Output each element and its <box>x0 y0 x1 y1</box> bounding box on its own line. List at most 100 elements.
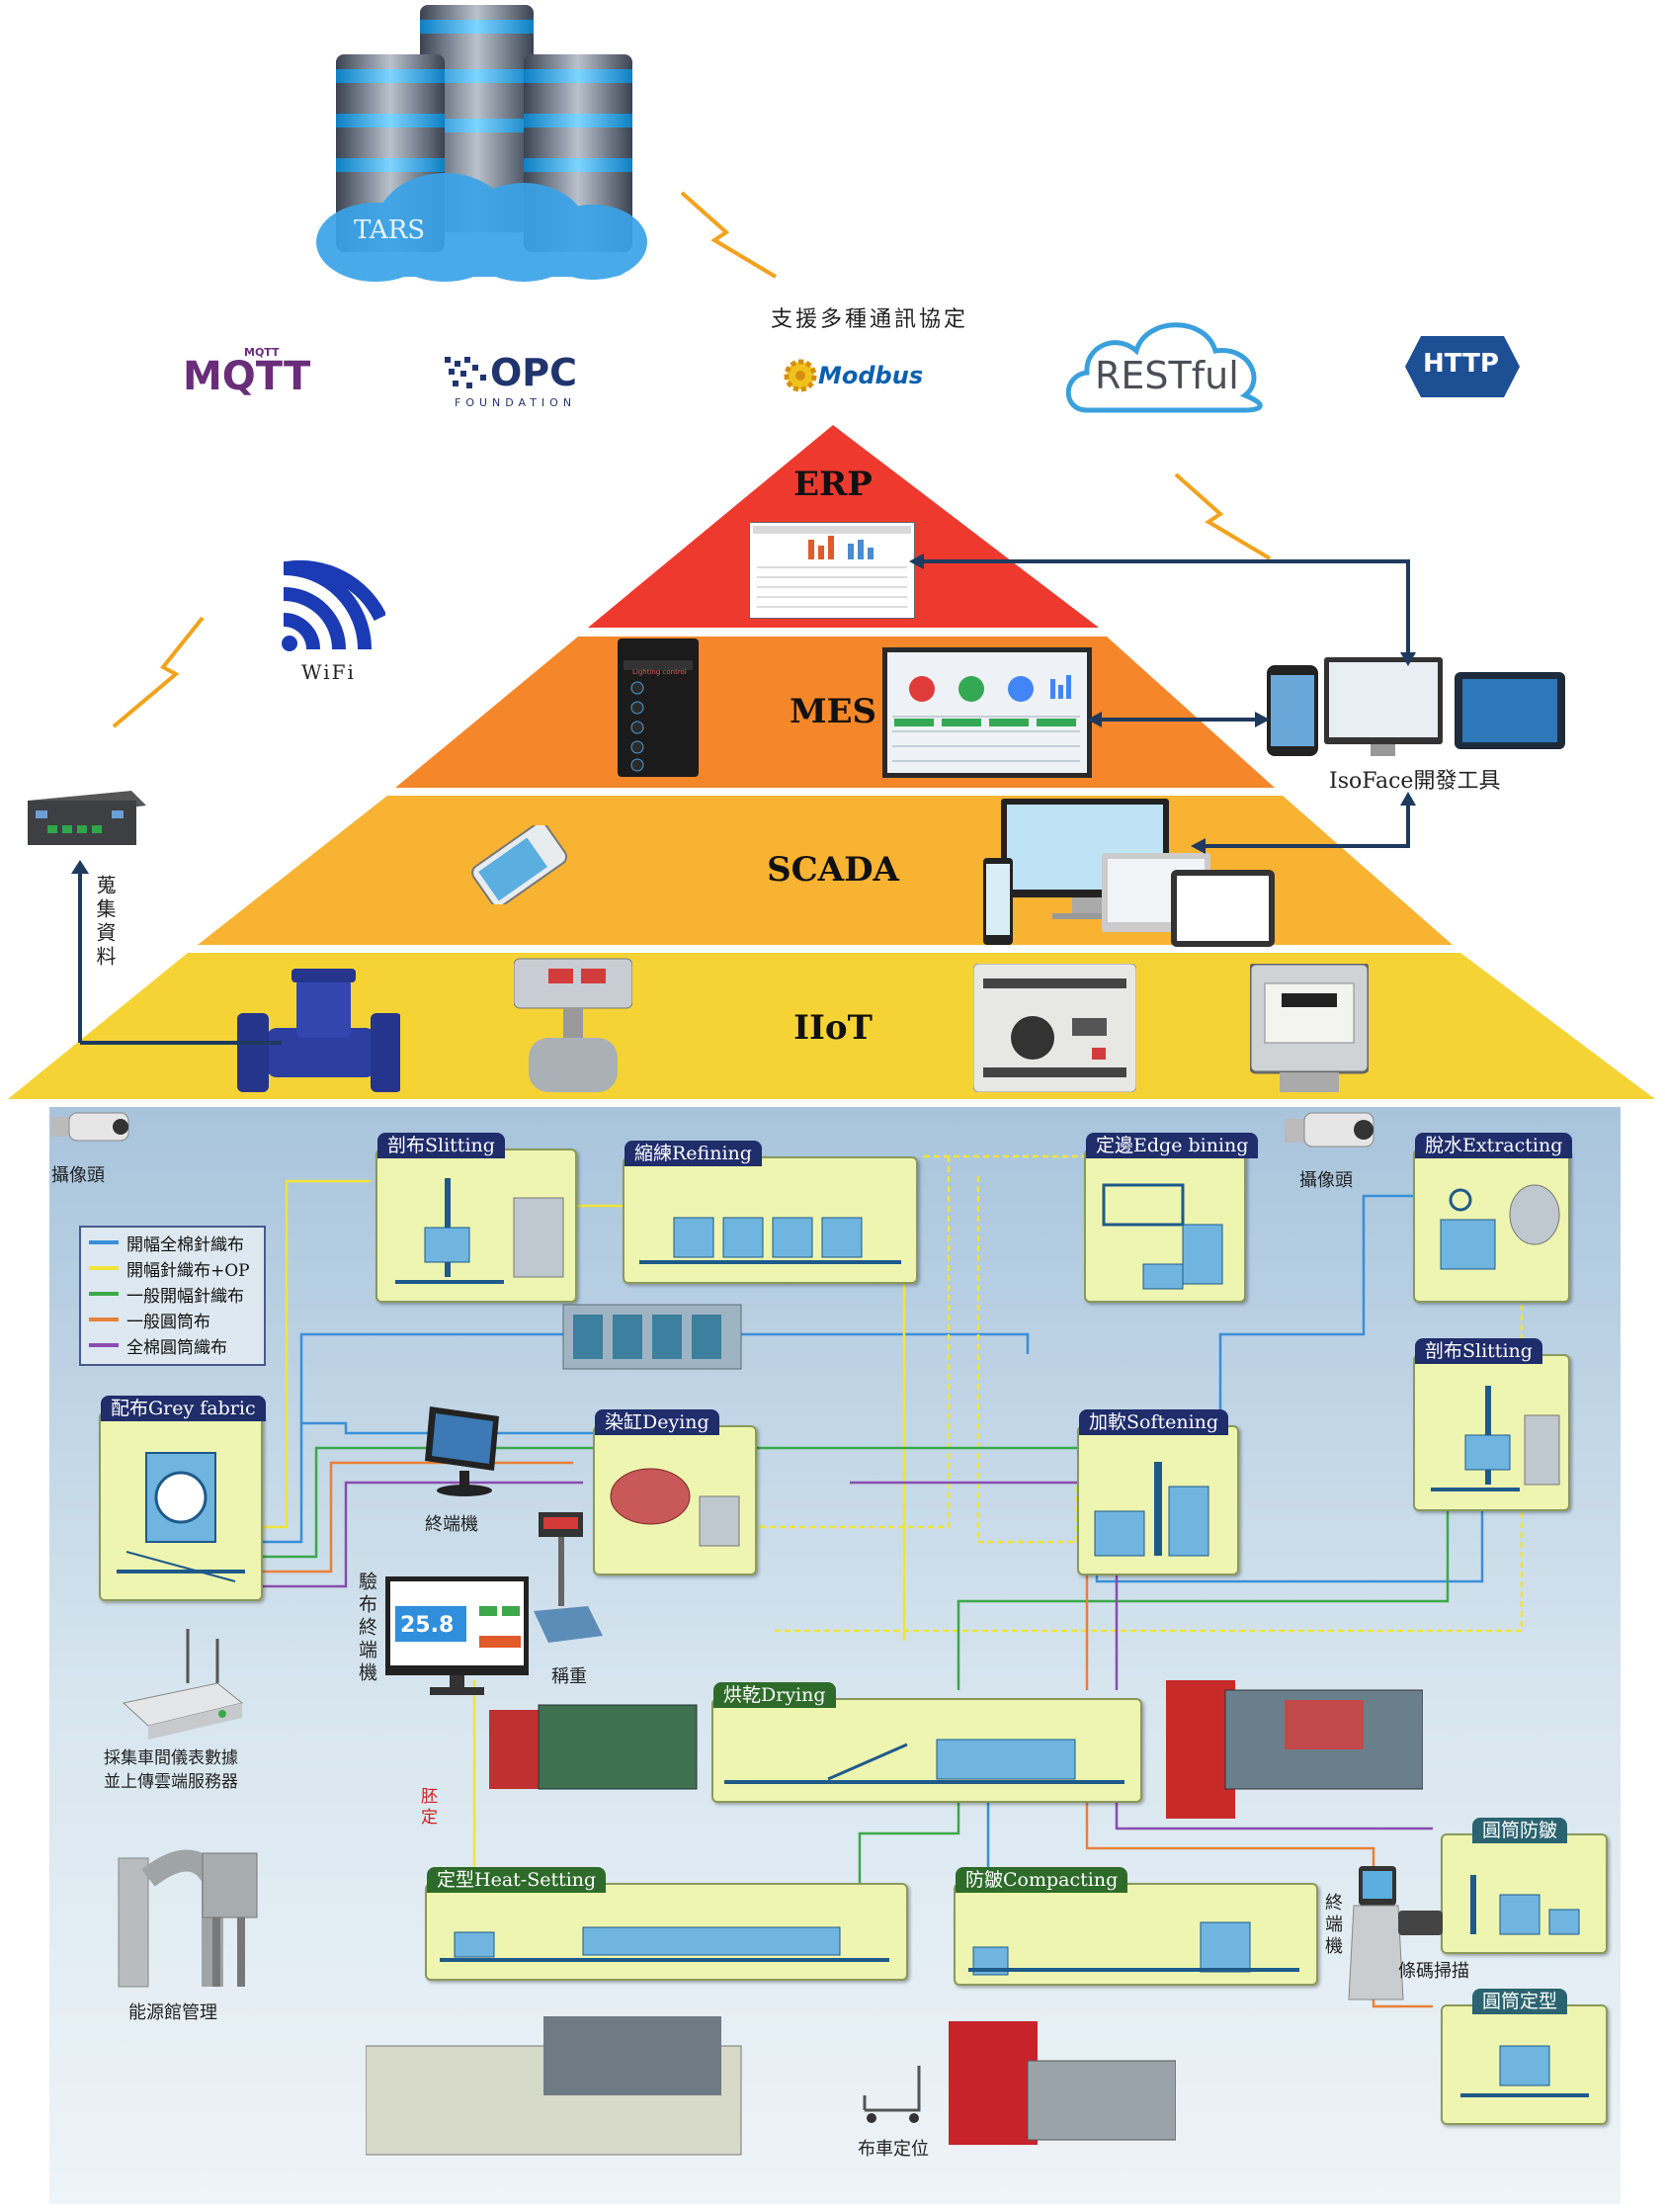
terminal-icon <box>425 1406 499 1496</box>
machine-icon <box>117 1452 245 1582</box>
process-title: 定型Heat-Setting <box>427 1867 607 1893</box>
process-heat-setting: 定型Heat-Setting <box>425 1867 908 1981</box>
stenter-machine-photo <box>1166 1680 1423 1819</box>
legend-label: 一般圓筒布 <box>126 1312 210 1332</box>
machine-icon <box>1460 2045 1589 2097</box>
camera-right-icon <box>1285 1112 1374 1148</box>
tier-iiot-label: IIoT <box>793 1008 873 1048</box>
tier-scada-label: SCADA <box>767 850 899 890</box>
camera-left-label: 攝像頭 <box>51 1165 105 1186</box>
restful-cloud-icon <box>1065 322 1263 413</box>
cloud-server-icon <box>316 5 647 282</box>
barcode-label: 條碼掃描 <box>1398 1961 1469 1982</box>
process-extracting: 脫水Extracting <box>1413 1133 1573 1303</box>
legend-item: 一般圓筒布 <box>81 1307 264 1332</box>
opc-logo-text: OPC <box>490 351 578 394</box>
process-title: 剖布Slitting <box>1415 1338 1542 1364</box>
lightning-icon-right <box>1174 472 1272 560</box>
energy-management-icon <box>118 1849 258 1988</box>
process-title: 加軟Softening <box>1079 1409 1229 1435</box>
machine-icon <box>639 1217 901 1264</box>
tier-erp-label: ERP <box>793 465 873 504</box>
scada-devices-icon <box>983 799 1275 947</box>
opc-logo-mark <box>445 357 486 388</box>
scale-label: 稱重 <box>551 1666 587 1687</box>
protocol-caption: 支援多種通訊協定 <box>771 307 969 332</box>
camera-right-label: 攝像頭 <box>1299 1170 1353 1191</box>
process-slitting-1: 剖布Slitting <box>375 1133 577 1303</box>
terminal-label: 終端機 <box>425 1514 478 1535</box>
legend-swatch <box>89 1292 119 1296</box>
machine-icon <box>1102 1183 1223 1290</box>
legend-swatch <box>89 1240 119 1244</box>
mes-panel-caption: Lighting control <box>632 668 687 676</box>
inspection-terminal-icon <box>385 1576 529 1695</box>
process-title: 剖布Slitting <box>377 1133 505 1158</box>
process-grey-fabric: 配布Grey fabric <box>99 1396 266 1601</box>
legend-label: 全棉圓筒織布 <box>126 1337 227 1358</box>
end-terminal-label: 終端機 <box>1322 1893 1343 1958</box>
flow-legend: 開幅全棉針織布 開幅針織布+OP 一般開幅針織布 一般圓筒布 全棉圓筒織布 <box>79 1226 266 1366</box>
process-title: 縮練Refining <box>624 1141 762 1166</box>
process-compacting: 防皺Compacting <box>954 1867 1318 1986</box>
inspect-terminal-label: 驗布終端機 <box>356 1572 377 1685</box>
machine-icon <box>724 1739 1124 1784</box>
process-softening: 加軟Softening <box>1077 1409 1239 1575</box>
lightning-icon-left <box>112 616 205 728</box>
mes-lighting-panel-icon <box>618 638 699 777</box>
display-value: 25.8 <box>400 1613 455 1638</box>
modbus-logo: Modbus <box>781 356 939 405</box>
industrial-pc-icon <box>28 791 146 845</box>
mqtt-logo-text: MQTT <box>183 354 311 399</box>
scada-phone-icon <box>471 825 568 904</box>
refining-machine-photo <box>562 1304 742 1370</box>
camera-left-icon <box>51 1112 129 1142</box>
process-tube-anti-wrinkle: 圓筒防皺 <box>1441 1818 1608 1954</box>
legend-item: 開幅全棉針織布 <box>81 1230 264 1255</box>
machine-icon <box>610 1468 740 1547</box>
legend-swatch <box>89 1266 119 1270</box>
process-title: 染缸Deying <box>595 1409 719 1435</box>
process-title: 圓筒防皺 <box>1472 1818 1568 1843</box>
restful-logo-text: RESTful <box>1095 354 1239 397</box>
mqtt-logo: MQTT MQTT <box>183 346 321 405</box>
machine-icon <box>395 1178 564 1284</box>
process-title: 配布Grey fabric <box>101 1396 266 1421</box>
http-logo-text: HTTP <box>1423 349 1499 379</box>
collector-label: 採集車間儀表數據 並上傳雲端服務器 <box>104 1748 238 1792</box>
legend-item: 一般開幅針織布 <box>81 1281 264 1307</box>
wifi-label: WiFi <box>301 660 356 684</box>
ball-valve-icon <box>514 958 632 1092</box>
scale-icon <box>534 1512 603 1643</box>
isoface-devices-icon <box>1267 657 1565 756</box>
process-refining: 縮練Refining <box>623 1141 918 1284</box>
legend-label: 一般開幅針織布 <box>126 1286 244 1307</box>
cart-label: 布車定位 <box>858 2139 929 2160</box>
energy-label: 能源館管理 <box>128 2002 217 2023</box>
process-title: 烘乾Drying <box>713 1682 836 1708</box>
collect-data-label: 蒐集資料 <box>93 875 117 970</box>
process-deying: 染缸Deying <box>593 1409 757 1575</box>
plc-controller-icon <box>973 964 1136 1092</box>
process-title: 防皺Compacting <box>956 1867 1128 1893</box>
power-meter-icon <box>1250 964 1369 1092</box>
machine-icon <box>1470 1875 1580 1935</box>
machine-icon <box>1094 1462 1209 1557</box>
tier-iiot <box>8 953 1655 1099</box>
drying-machine-photo <box>489 1704 698 1790</box>
preset-label: 胚定 <box>417 1787 437 1829</box>
erp-screen-icon <box>749 522 915 619</box>
modbus-gear-icon <box>784 359 817 392</box>
server-label: TARS <box>354 215 426 245</box>
compacting-machine-photo <box>949 2021 1176 2145</box>
process-title: 脫水Extracting <box>1415 1133 1573 1158</box>
legend-item: 開幅針織布+OP <box>81 1255 264 1281</box>
modbus-logo-text: Modbus <box>818 362 924 389</box>
mqtt-logo-small: MQTT <box>244 346 280 359</box>
factory-floor <box>49 1107 1621 2204</box>
machine-icon <box>968 1921 1299 1976</box>
heat-setting-machine-photo <box>366 2016 742 2156</box>
http-hexagon-icon <box>1405 336 1520 397</box>
legend-swatch <box>89 1318 119 1321</box>
cart-icon <box>863 2066 921 2123</box>
